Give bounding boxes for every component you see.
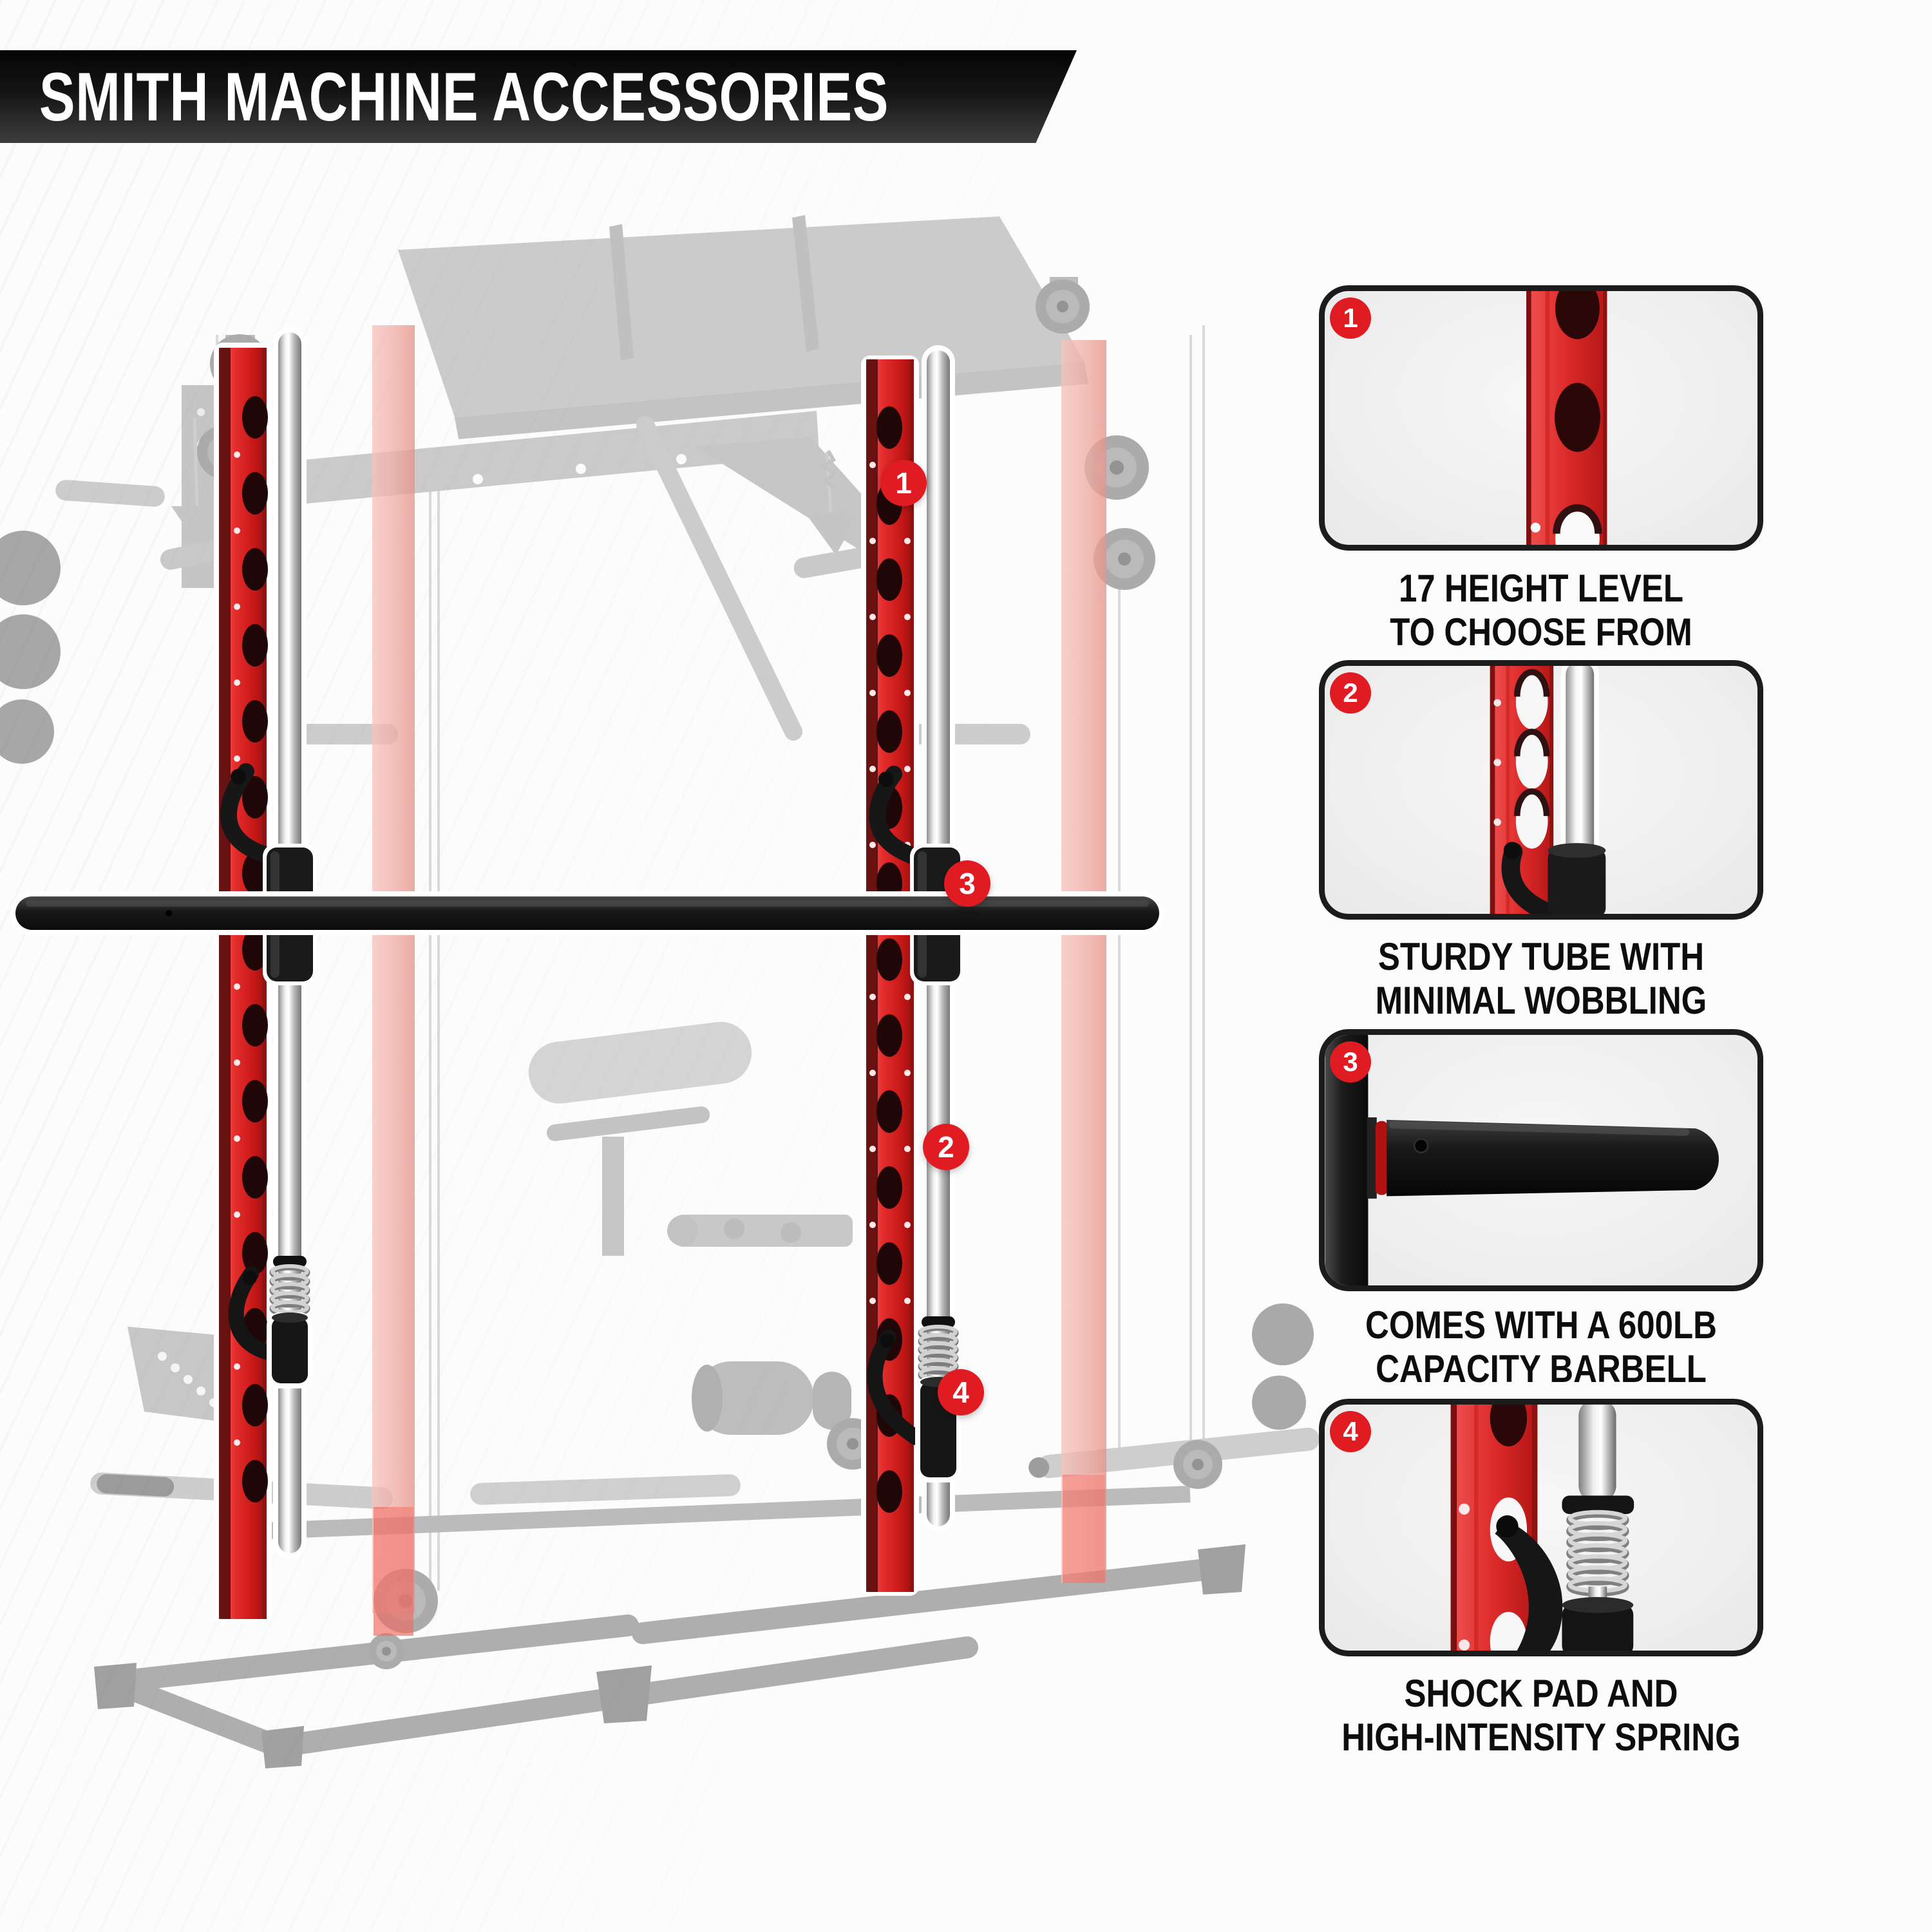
machine-badge-4: 4 (938, 1369, 984, 1416)
machine-badge-2-number: 2 (938, 1130, 954, 1164)
feature-3-caption-line-1: COMES WITH A 600LB (1365, 1303, 1717, 1347)
feature-panel-2: 2 (1319, 660, 1763, 920)
highlighted-accessories (10, 327, 1164, 1624)
feature-1-caption-line-2: TO CHOOSE FROM (1390, 611, 1692, 654)
bar-latch-hooks (220, 763, 923, 865)
feature-1-badge: 1 (1330, 298, 1371, 339)
machine-badge-3: 3 (944, 860, 990, 907)
feature-4-caption-line-2: HIGH-INTENSITY SPRING (1341, 1716, 1741, 1759)
page-title: SMITH MACHINE ACCESSORIES (39, 58, 889, 135)
panel-2-art-chrome-tube (1490, 666, 1606, 914)
feature-panel-4: 4 (1319, 1399, 1763, 1656)
smith-machine-illustration: 1 2 3 4 (0, 193, 1320, 1932)
spring-assembly-left (228, 1256, 313, 1388)
feature-4-caption: SHOCK PAD AND HIGH-INTENSITY SPRING (1309, 1672, 1774, 1759)
feature-panel-3: 3 (1319, 1029, 1763, 1291)
smith-machine-drawing (0, 215, 1320, 1768)
feature-panel-1: 1 (1319, 285, 1763, 551)
panel-1-art-rail-holes (1526, 291, 1607, 545)
feature-3-caption-line-2: CAPACITY BARBELL (1376, 1347, 1707, 1390)
machine-badge-4-number: 4 (952, 1376, 969, 1409)
feature-4-badge: 4 (1330, 1411, 1371, 1452)
feature-3-badge: 3 (1330, 1041, 1371, 1083)
feature-1-caption: 17 HEIGHT LEVEL TO CHOOSE FROM (1309, 567, 1774, 654)
machine-badge-1: 1 (880, 460, 927, 506)
feature-2-number: 2 (1343, 677, 1358, 708)
faded-rack-frame (0, 215, 1320, 1768)
feature-2-caption-line-1: STURDY TUBE WITH (1378, 935, 1705, 978)
feature-4-number: 4 (1343, 1416, 1358, 1446)
panel-4-art-spring-pad (1450, 1405, 1634, 1651)
feature-3-number: 3 (1343, 1046, 1358, 1077)
feature-2-caption-line-2: MINIMAL WOBBLING (1375, 979, 1707, 1022)
barbell-bar (15, 896, 1159, 930)
title-banner: SMITH MACHINE ACCESSORIES (0, 50, 1077, 143)
feature-4-caption-line-1: SHOCK PAD AND (1404, 1672, 1678, 1715)
feature-2-badge: 2 (1330, 672, 1371, 714)
spring-assembly-right (867, 1316, 961, 1482)
rear-posts (372, 325, 1106, 1636)
feature-1-number: 1 (1343, 303, 1358, 333)
feature-2-caption: STURDY TUBE WITH MINIMAL WOBBLING (1309, 935, 1774, 1023)
machine-badge-1-number: 1 (895, 466, 912, 500)
feature-1-caption-line-1: 17 HEIGHT LEVEL (1398, 567, 1684, 610)
red-rail-left (219, 348, 268, 1619)
panel-3-art-barbell-sleeve (1325, 1035, 1719, 1285)
machine-badge-2: 2 (923, 1124, 969, 1170)
feature-3-caption: COMES WITH A 600LB CAPACITY BARBELL (1309, 1303, 1774, 1391)
machine-badge-3-number: 3 (959, 867, 976, 900)
